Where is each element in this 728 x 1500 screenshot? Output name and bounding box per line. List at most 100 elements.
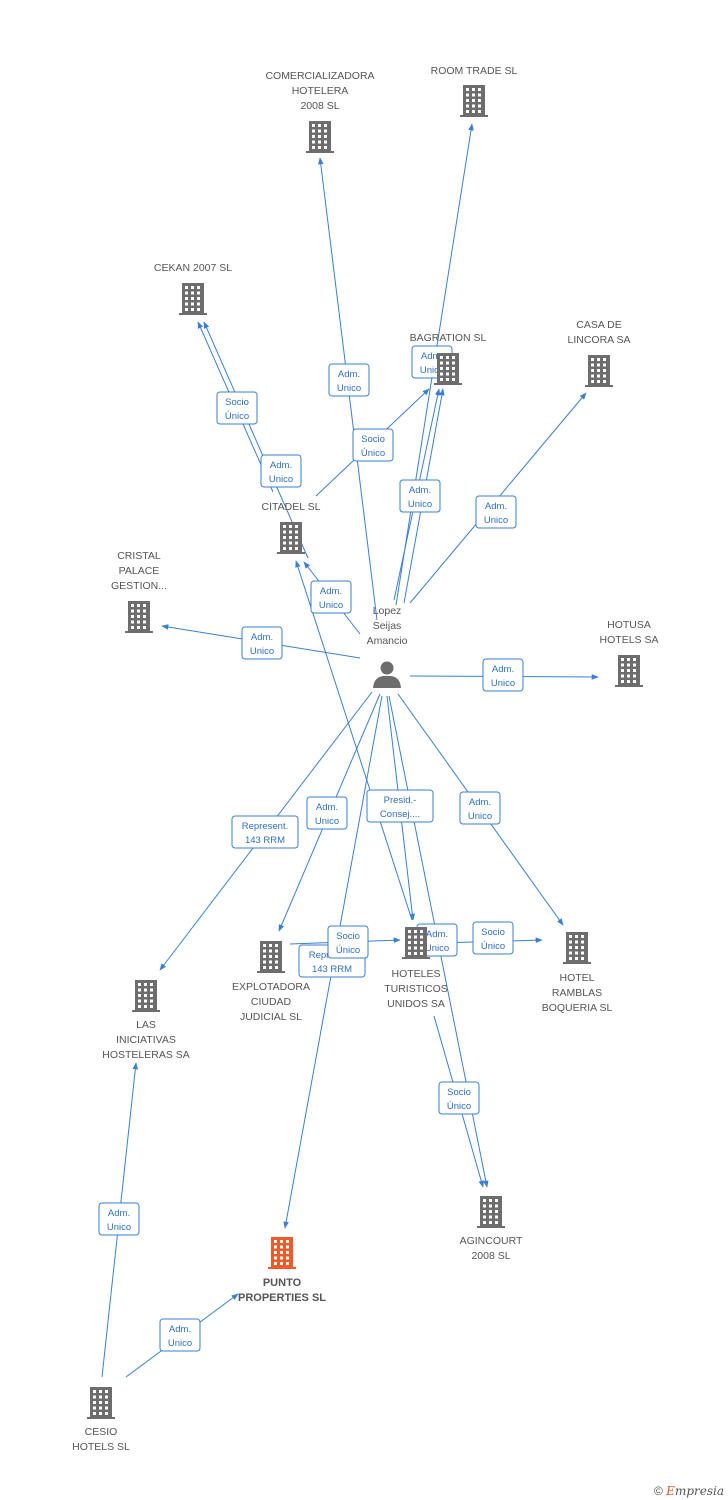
node-label-line: TURISTICOS [384, 983, 448, 995]
edge-label-text: Represent. [242, 821, 288, 832]
building-icon [257, 941, 285, 973]
node-label-line: LAS [136, 1019, 156, 1031]
edge-label-text: Presid.- [384, 795, 417, 806]
edge-label[interactable]: Adm. Unico [306, 796, 348, 830]
node-label-line: INICIATIVAS [116, 1034, 176, 1046]
building-icon [615, 655, 643, 687]
edge-label-text: Único [447, 1101, 471, 1112]
building-icon [585, 355, 613, 387]
edge-label-text: Socio [361, 434, 385, 445]
copyright-symbol: © [653, 1484, 663, 1498]
edge-label[interactable]: Adm. Unico [399, 479, 441, 513]
edge-label-box[interactable] [328, 363, 370, 397]
edge-label-text: 143 RRM [245, 835, 285, 846]
company-node-bagration[interactable]: BAGRATION SL [410, 332, 487, 385]
node-label-line: PROPERTIES SL [238, 1292, 326, 1304]
edge-label-text: Adm. [469, 797, 491, 808]
company-node-citadel[interactable]: CITADEL SL [262, 501, 321, 554]
node-label-line: PUNTO [263, 1277, 302, 1289]
edge-label-box[interactable] [459, 791, 501, 825]
edge-label[interactable]: Adm.Unico [241, 626, 283, 660]
edge-label-box[interactable] [475, 495, 517, 529]
node-label-line: Lopez [373, 605, 402, 617]
person-icon [373, 661, 401, 688]
node-label-line: LINCORA SA [567, 334, 630, 346]
edge-label[interactable]: Represent. 143 RRM [231, 815, 299, 849]
company-node-roomtrade[interactable]: ROOM TRADE SL [431, 65, 518, 117]
edge-label-box[interactable] [352, 428, 394, 462]
building-icon [402, 927, 430, 959]
edge-label-box[interactable] [216, 391, 258, 425]
edge-extra [295, 560, 413, 921]
edge-label[interactable]: Adm.Unico [159, 1318, 201, 1352]
edge-label-text: Adm. [338, 369, 360, 380]
edge-label-text: Unico [337, 383, 361, 394]
edge-label-text: Unico [468, 811, 492, 822]
node-label-line: CASA DE [576, 319, 622, 331]
node-label-line: GESTION... [111, 580, 167, 592]
node-label-line: JUDICIAL SL [240, 1011, 302, 1023]
edge-label-text: Adm. [492, 664, 514, 675]
building-icon [460, 85, 488, 117]
edge-label[interactable]: Adm.Unico [475, 495, 517, 529]
edge-label-box[interactable] [399, 479, 441, 513]
edge-label-text: Socio [447, 1087, 471, 1098]
edge-label-text: Socio [336, 931, 360, 942]
edge-label-box[interactable] [438, 1081, 480, 1115]
edge-label-box[interactable] [366, 789, 434, 823]
edge-label-box[interactable] [98, 1202, 140, 1236]
edge-label-text: Adm. [320, 586, 342, 597]
node-label-line: RAMBLAS [552, 987, 602, 999]
company-node-punto[interactable]: PUNTO PROPERTIES SL [238, 1237, 326, 1304]
edge-label[interactable]: Adm.Unico [260, 454, 302, 488]
edge-labels-layer: Adm.UnicoAdm.UnicoSocioÚnicoAdm.UnicoSoc… [98, 345, 524, 1352]
edge-label-text: Único [481, 941, 505, 952]
node-label-line: BOQUERIA SL [542, 1002, 613, 1014]
edge-label-box[interactable] [482, 658, 524, 692]
edge-label-text: Adm. [409, 485, 431, 496]
company-node-cristal[interactable]: CRISTALPALACEGESTION... [111, 550, 167, 633]
edge-label[interactable]: Adm. Unico [459, 791, 501, 825]
edge-label-box[interactable] [231, 815, 299, 849]
node-label-line: EXPLOTADORA [232, 981, 310, 993]
edge-label-text: Unico [408, 499, 432, 510]
edge-label-box[interactable] [327, 925, 369, 959]
edge-label[interactable]: Adm. Unico [328, 363, 370, 397]
company-node-cekan[interactable]: CEKAN 2007 SL [154, 262, 232, 315]
edge-label[interactable]: Presid.- Consej.... [366, 789, 434, 823]
edge-label-box[interactable] [241, 626, 283, 660]
edge-label-box[interactable] [472, 921, 514, 955]
edge-label-text: Adm. [316, 802, 338, 813]
edge-label[interactable]: Adm.Unico [482, 658, 524, 692]
edge-label-text: Consej.... [380, 809, 420, 820]
edge-label-box[interactable] [159, 1318, 201, 1352]
edge-label-text: Unico [420, 365, 444, 376]
edge-label-box[interactable] [306, 796, 348, 830]
edge-label-text: Unico [168, 1338, 192, 1349]
edge-label-text: Unico [315, 816, 339, 827]
edge-label-box[interactable] [260, 454, 302, 488]
company-node-casadelincora[interactable]: CASA DE LINCORA SA [567, 319, 631, 387]
edge-label-box[interactable] [310, 580, 352, 614]
edge-label[interactable]: Adm.Unico [98, 1202, 140, 1236]
edge-label-text: Unico [319, 600, 343, 611]
edge-label-text: Adm. [485, 501, 507, 512]
edge-label[interactable]: Adm. Unico [310, 580, 352, 614]
edge-label-text: Único [336, 945, 360, 956]
edge-label-text: Adm. [426, 929, 448, 940]
